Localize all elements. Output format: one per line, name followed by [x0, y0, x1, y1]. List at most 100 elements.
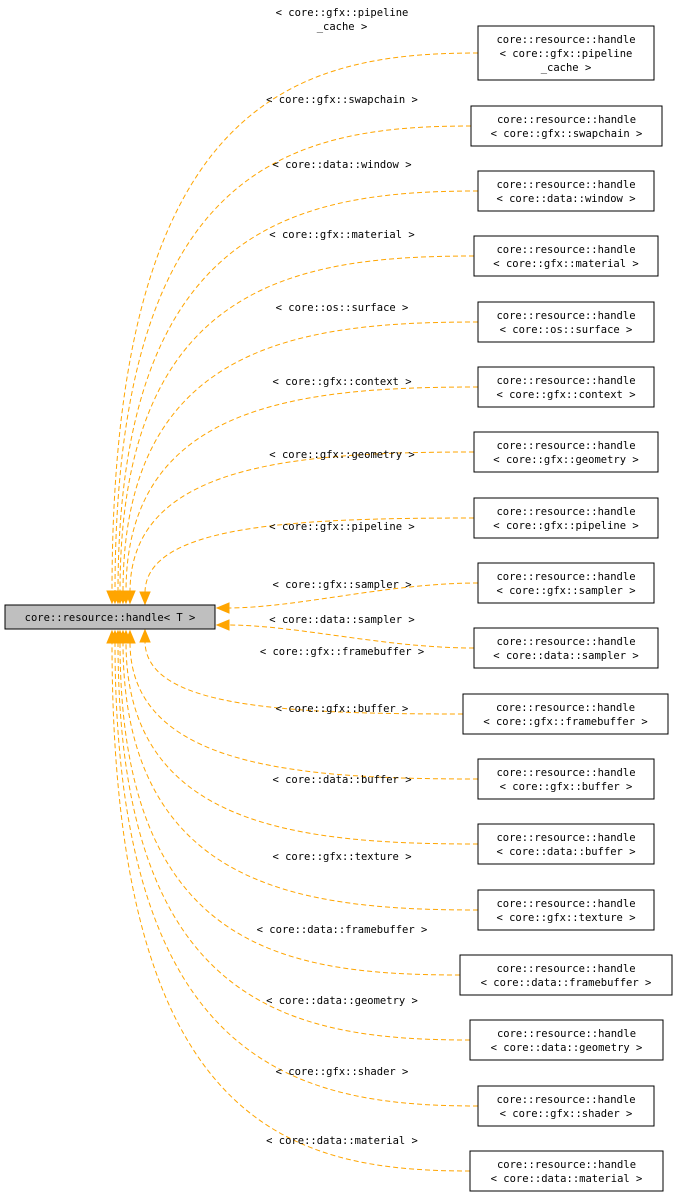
edge-line-15: [119, 641, 461, 976]
node-box-7: [473, 431, 659, 473]
edge-label-11-line-1: < core::gfx::framebuffer >: [260, 646, 424, 658]
edge-label-17-line-1: < core::gfx::shader >: [276, 1066, 409, 1078]
inheritance-edge-6: < core::gfx::context >: [120, 376, 479, 605]
node-box-8: [473, 497, 659, 539]
edge-line-12: [129, 641, 479, 780]
node-3-line-1: core::resource::handle: [496, 179, 635, 191]
edge-label-16-line-1: < core::data::geometry >: [266, 995, 418, 1007]
node-box-12: [477, 758, 655, 800]
node-2-line-2: < core::gfx::swapchain >: [491, 128, 643, 140]
edge-label-10-line-1: < core::data::sampler >: [269, 614, 414, 626]
node-8-line-2: < core::gfx::pipeline >: [493, 520, 638, 532]
specialization-node-10[interactable]: core::resource::handle< core::data::samp…: [473, 627, 659, 669]
edge-label-7-line-1: < core::gfx::geometry >: [269, 449, 414, 461]
root-node-box: [4, 604, 216, 630]
specialization-node-13[interactable]: core::resource::handle< core::data::buff…: [477, 823, 655, 865]
edge-line-7: [129, 451, 475, 593]
node-box-9: [477, 562, 655, 604]
inheritance-edge-7: < core::gfx::geometry >: [124, 449, 475, 605]
node-18-line-1: core::resource::handle: [497, 1159, 636, 1171]
node-10-line-1: core::resource::handle: [496, 636, 635, 648]
specialization-node-3[interactable]: core::resource::handle< core::data::wind…: [477, 170, 655, 212]
node-12-line-2: < core::gfx::buffer >: [500, 781, 633, 793]
node-box-6: [477, 366, 655, 408]
inheritance-edge-8: < core::gfx::pipeline >: [139, 517, 475, 606]
node-8-line-1: core::resource::handle: [496, 506, 635, 518]
node-box-4: [473, 235, 659, 277]
edge-label-9-line-1: < core::gfx::sampler >: [272, 579, 411, 591]
edge-line-10: [226, 624, 475, 649]
inheritance-edge-18: < core::data::material >: [106, 629, 471, 1172]
edge-label-1-line-1: < core::gfx::pipeline: [276, 7, 409, 19]
node-box-10: [473, 627, 659, 669]
edge-label-8-line-1: < core::gfx::pipeline >: [269, 521, 414, 533]
specialization-node-16[interactable]: core::resource::handle< core::data::geom…: [469, 1019, 664, 1061]
edge-label-5-line-1: < core::os::surface >: [276, 302, 409, 314]
node-16-line-2: < core::data::geometry >: [491, 1042, 643, 1054]
arrow-head-11: [139, 628, 151, 643]
specialization-node-18[interactable]: core::resource::handle< core::data::mate…: [469, 1150, 664, 1192]
root-node-line-1: core::resource::handle< T >: [25, 612, 196, 624]
node-4-line-1: core::resource::handle: [496, 244, 635, 256]
node-17-line-1: core::resource::handle: [496, 1094, 635, 1106]
node-9-line-1: core::resource::handle: [496, 571, 635, 583]
specialization-node-8[interactable]: core::resource::handle< core::gfx::pipel…: [473, 497, 659, 539]
inheritance-edge-1: < core::gfx::pipeline_cache >: [106, 7, 479, 605]
edge-line-9: [226, 582, 479, 609]
specialization-node-12[interactable]: core::resource::handle< core::gfx::buffe…: [477, 758, 655, 800]
node-9-line-2: < core::gfx::sampler >: [496, 585, 635, 597]
node-1-line-3: _cache >: [541, 62, 592, 74]
edge-line-17: [114, 641, 479, 1107]
node-14-line-1: core::resource::handle: [496, 898, 635, 910]
edge-line-4: [119, 255, 475, 593]
specialization-node-15[interactable]: core::resource::handle< core::data::fram…: [459, 954, 673, 996]
node-17-line-2: < core::gfx::shader >: [500, 1108, 633, 1120]
specialization-node-17[interactable]: core::resource::handle< core::gfx::shade…: [477, 1085, 655, 1127]
specialization-node-1[interactable]: core::resource::handle< core::gfx::pipel…: [477, 25, 655, 81]
node-2-line-1: core::resource::handle: [497, 114, 636, 126]
specialization-node-11[interactable]: core::resource::handle< core::gfx::frame…: [462, 693, 669, 735]
arrow-head-7: [124, 590, 136, 605]
specialization-node-6[interactable]: core::resource::handle< core::gfx::conte…: [477, 366, 655, 408]
inheritance-edge-10: < core::data::sampler >: [215, 614, 475, 649]
inheritance-edge-3: < core::data::window >: [112, 159, 479, 605]
inheritance-edge-9: < core::gfx::sampler >: [215, 579, 479, 614]
edge-label-12-line-1: < core::gfx::buffer >: [276, 703, 409, 715]
specialization-node-5[interactable]: core::resource::handle< core::os::surfac…: [477, 301, 655, 343]
node-11-line-1: core::resource::handle: [496, 702, 635, 714]
node-box-3: [477, 170, 655, 212]
edge-line-8: [144, 517, 475, 594]
node-1-line-2: < core::gfx::pipeline: [500, 48, 633, 60]
node-6-line-2: < core::gfx::context >: [496, 389, 635, 401]
node-5-line-2: < core::os::surface >: [500, 324, 633, 336]
node-7-line-2: < core::gfx::geometry >: [493, 454, 638, 466]
inheritance-edge-13: < core::data::buffer >: [120, 629, 479, 845]
edge-line-1: [111, 52, 479, 593]
edge-label-3-line-1: < core::data::window >: [272, 159, 411, 171]
inheritance-edge-14: < core::gfx::texture >: [117, 629, 479, 911]
specialization-node-7[interactable]: core::resource::handle< core::gfx::geome…: [473, 431, 659, 473]
specialization-node-9[interactable]: core::resource::handle< core::gfx::sampl…: [477, 562, 655, 604]
node-18-line-2: < core::data::material >: [491, 1173, 643, 1185]
edge-label-1-line-2: _cache >: [317, 21, 368, 33]
node-16-line-1: core::resource::handle: [497, 1028, 636, 1040]
root-node[interactable]: core::resource::handle< T >: [4, 604, 216, 630]
edge-label-13-line-1: < core::data::buffer >: [272, 774, 411, 786]
node-box-11: [462, 693, 669, 735]
specialization-node-4[interactable]: core::resource::handle< core::gfx::mater…: [473, 235, 659, 277]
node-box-13: [477, 823, 655, 865]
specialization-node-14[interactable]: core::resource::handle< core::gfx::textu…: [477, 889, 655, 931]
inheritance-edge-15: < core::data::framebuffer >: [114, 629, 461, 976]
specialization-node-2[interactable]: core::resource::handle< core::gfx::swapc…: [470, 105, 663, 147]
edge-line-6: [125, 386, 479, 593]
node-12-line-1: core::resource::handle: [496, 767, 635, 779]
edge-line-5: [122, 321, 479, 593]
node-box-17: [477, 1085, 655, 1127]
edge-label-18-line-1: < core::data::material >: [266, 1135, 418, 1147]
node-box-5: [477, 301, 655, 343]
node-11-line-2: < core::gfx::framebuffer >: [483, 716, 647, 728]
edge-line-13: [125, 641, 479, 845]
node-7-line-1: core::resource::handle: [496, 440, 635, 452]
arrow-head-18: [106, 629, 118, 644]
